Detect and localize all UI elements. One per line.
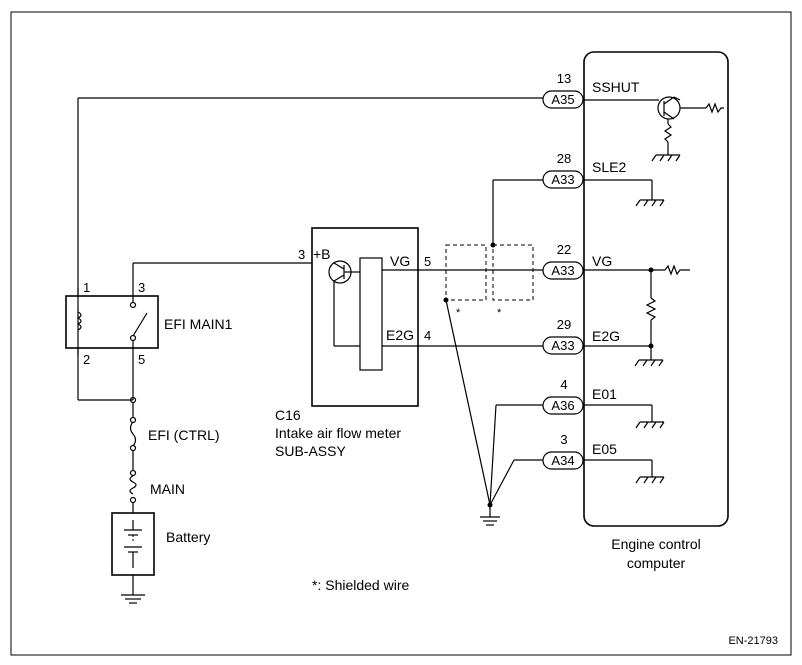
pin-number: 22 <box>557 242 571 257</box>
signal-name: VG <box>592 253 612 269</box>
signal-name: SLE2 <box>592 159 626 175</box>
ecu-terminal-e01: A36 4 E01 <box>542 377 617 415</box>
signal-name: E2G <box>592 328 620 344</box>
main-label: MAIN <box>150 481 185 497</box>
sshut-transistor <box>583 96 724 162</box>
sensor-name-line2: SUB-ASSY <box>275 443 346 459</box>
ecu-terminal-sshut: A35 13 SSHUT <box>542 71 640 109</box>
e05-ground <box>583 459 665 484</box>
pin-b-number: 3 <box>298 247 305 262</box>
signal-name: E01 <box>592 386 617 402</box>
connector-code: A35 <box>551 92 574 107</box>
ecu-terminal-vg: A33 22 VG <box>542 242 612 280</box>
intake-air-flow-meter: 3 +B VG 5 E2G 4 <box>298 227 431 407</box>
main-fusible-link: MAIN <box>129 469 185 504</box>
vg-internal <box>583 264 690 367</box>
relay-box <box>65 295 159 349</box>
coil-icon <box>76 311 82 331</box>
figure-id: EN-21793 <box>728 635 778 647</box>
pin-b-name: +B <box>313 246 331 262</box>
pin-number: 13 <box>557 71 571 86</box>
ecu-terminal-e2g: A33 29 E2G <box>542 317 620 355</box>
pin-vg-number: 5 <box>424 254 431 269</box>
chassis-ground-icon <box>480 505 500 526</box>
relay-pin-3: 3 <box>138 280 145 295</box>
relay-pin-1: 1 <box>83 280 90 295</box>
sensor-name-line1: Intake air flow meter <box>275 425 401 441</box>
pin-number: 29 <box>557 317 571 332</box>
battery-label: Battery <box>166 529 210 545</box>
signal-name: E05 <box>592 441 617 457</box>
pin-e2g-number: 4 <box>424 328 431 343</box>
connector-code: A34 <box>551 453 574 468</box>
pin-e2g-name: E2G <box>386 327 414 343</box>
connector-code: A33 <box>551 172 574 187</box>
shielded-wire-note: *: Shielded wire <box>312 577 409 593</box>
relay-pin-2: 2 <box>83 352 90 367</box>
ecu-terminal-sle2: A33 28 SLE2 <box>542 151 626 189</box>
ecu-name-line1: Engine control <box>611 536 701 552</box>
shield-marker-right: * <box>497 307 502 319</box>
signal-name: SSHUT <box>592 79 640 95</box>
pin-number: 4 <box>560 377 567 392</box>
shield-left <box>445 244 487 301</box>
battery-ground-icon <box>121 575 145 604</box>
sle2-ground <box>583 179 665 207</box>
connector-code: A33 <box>551 338 574 353</box>
connector-code: A33 <box>551 263 574 278</box>
e2g-internal <box>583 343 654 349</box>
pin-vg-name: VG <box>390 253 410 269</box>
ecu-name-line2: computer <box>627 555 686 571</box>
relay-name: EFI MAIN1 <box>164 316 233 332</box>
relay-pin-5: 5 <box>138 352 145 367</box>
efi-ctrl-label: EFI (CTRL) <box>148 427 220 443</box>
e01-ground <box>583 404 665 429</box>
sensor-code: C16 <box>275 407 301 423</box>
ecu-terminal-e05: A34 3 E05 <box>542 432 617 470</box>
efi-main1-relay: 1 3 2 5 EFI MAIN1 <box>65 280 233 367</box>
shield-marker-left: * <box>456 307 461 319</box>
pin-number: 3 <box>560 432 567 447</box>
battery: Battery <box>111 512 210 576</box>
connector-code: A36 <box>551 398 574 413</box>
shield-right <box>492 244 534 301</box>
diagram-frame <box>10 11 792 656</box>
efi-ctrl-fuse: EFI (CTRL) <box>129 396 220 452</box>
pin-number: 28 <box>557 151 571 166</box>
ecu-box <box>583 51 729 527</box>
switch-icon <box>132 312 148 337</box>
